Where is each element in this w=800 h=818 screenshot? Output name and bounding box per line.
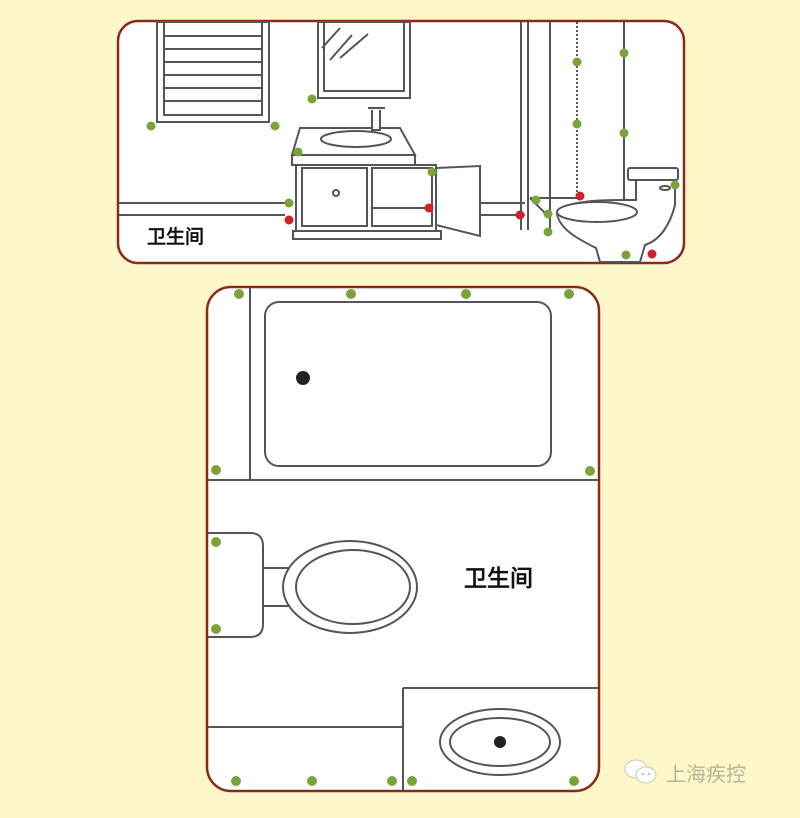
bathroom-elevation-panel: 卫生间	[116, 19, 686, 265]
safe-area-dots	[146, 48, 680, 260]
watermark: 上海疾控	[622, 757, 746, 787]
bathtub	[264, 301, 552, 467]
sink-top-view	[439, 708, 561, 776]
floor-plan-safe-dots	[211, 289, 595, 786]
bathroom-floor-plan-panel: 卫生间	[205, 285, 601, 793]
bathtub-drain-icon	[296, 371, 310, 385]
wechat-icon	[624, 759, 657, 784]
mirror	[317, 21, 411, 99]
risk-area-dots	[284, 191, 657, 259]
vanity-cabinet	[290, 107, 481, 240]
top-panel-label: 卫生间	[147, 225, 204, 248]
louver-window	[156, 21, 270, 123]
sink-drain-icon	[494, 736, 506, 748]
toilet-side-view	[555, 167, 679, 263]
floor-plan-label: 卫生间	[464, 566, 533, 592]
watermark-text: 上海疾控	[666, 761, 746, 786]
toilet-top-view	[208, 532, 418, 638]
